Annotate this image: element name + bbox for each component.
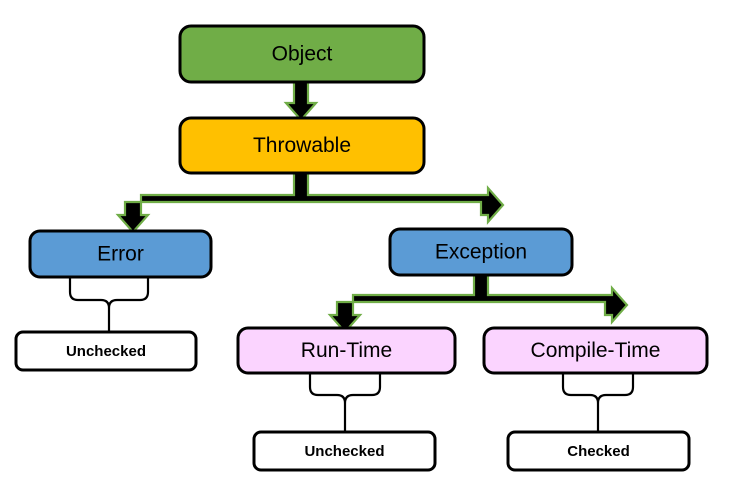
node-error-unchecked-label: Unchecked bbox=[66, 343, 146, 360]
node-runtime-shape[interactable] bbox=[236, 326, 457, 375]
node-error-unchecked[interactable]: Unchecked bbox=[14, 330, 198, 372]
edge-error-brace bbox=[68, 275, 150, 334]
node-runtime[interactable]: Run-Time bbox=[236, 326, 457, 375]
node-error[interactable]: Error bbox=[28, 229, 213, 279]
node-compiletime-label: Compile-Time bbox=[531, 339, 661, 362]
node-throwable-label: Throwable bbox=[253, 134, 351, 157]
node-object[interactable]: Object bbox=[178, 24, 426, 84]
edge-exception-split bbox=[327, 271, 629, 334]
node-exception-shape[interactable] bbox=[388, 227, 574, 277]
edge-compiletime-brace bbox=[561, 371, 635, 434]
node-throwable-shape[interactable] bbox=[178, 116, 426, 175]
node-compiletime-shape[interactable] bbox=[482, 326, 709, 375]
node-object-shape[interactable] bbox=[178, 24, 426, 84]
node-compiletime-checked-label: Checked bbox=[567, 443, 630, 460]
node-error-label: Error bbox=[97, 243, 144, 266]
edge-object-to-throwable bbox=[283, 78, 319, 122]
node-object-label: Object bbox=[272, 43, 333, 66]
node-runtime-unchecked-label: Unchecked bbox=[304, 443, 384, 460]
node-throwable[interactable]: Throwable bbox=[178, 116, 426, 175]
edge-throwable-split bbox=[115, 169, 505, 234]
node-runtime-unchecked[interactable]: Unchecked bbox=[252, 430, 437, 472]
node-exception-label: Exception bbox=[435, 241, 527, 264]
node-runtime-unchecked-shape[interactable] bbox=[252, 430, 437, 472]
edge-runtime-brace bbox=[308, 371, 382, 434]
node-runtime-label: Run-Time bbox=[301, 339, 392, 362]
node-compiletime[interactable]: Compile-Time bbox=[482, 326, 709, 375]
node-compiletime-checked[interactable]: Checked bbox=[506, 430, 691, 472]
node-error-unchecked-shape[interactable] bbox=[14, 330, 198, 372]
node-exception[interactable]: Exception bbox=[388, 227, 574, 277]
node-error-shape[interactable] bbox=[28, 229, 213, 279]
node-compiletime-checked-shape[interactable] bbox=[506, 430, 691, 472]
